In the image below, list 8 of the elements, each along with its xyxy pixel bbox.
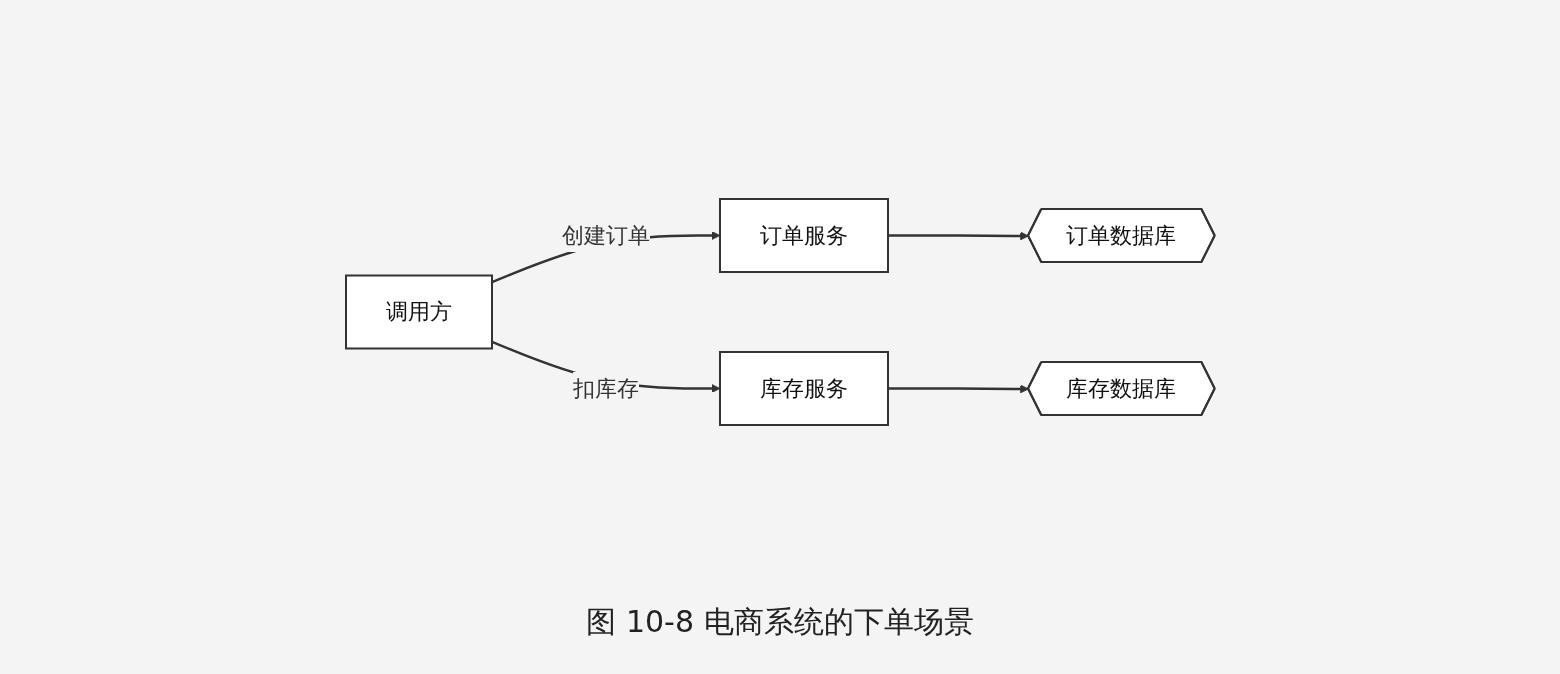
- edge-label: 扣库存: [572, 375, 639, 401]
- node-box: 调用方: [344, 274, 493, 349]
- node-box: 订单服务: [718, 197, 889, 273]
- edge-label: 创建订单: [561, 222, 650, 248]
- node-box: 库存服务: [718, 350, 889, 426]
- arrow: [887, 384, 1029, 393]
- arrow: [887, 231, 1029, 240]
- figure-caption: 图 10-8 电商系统的下单场景: [586, 602, 974, 641]
